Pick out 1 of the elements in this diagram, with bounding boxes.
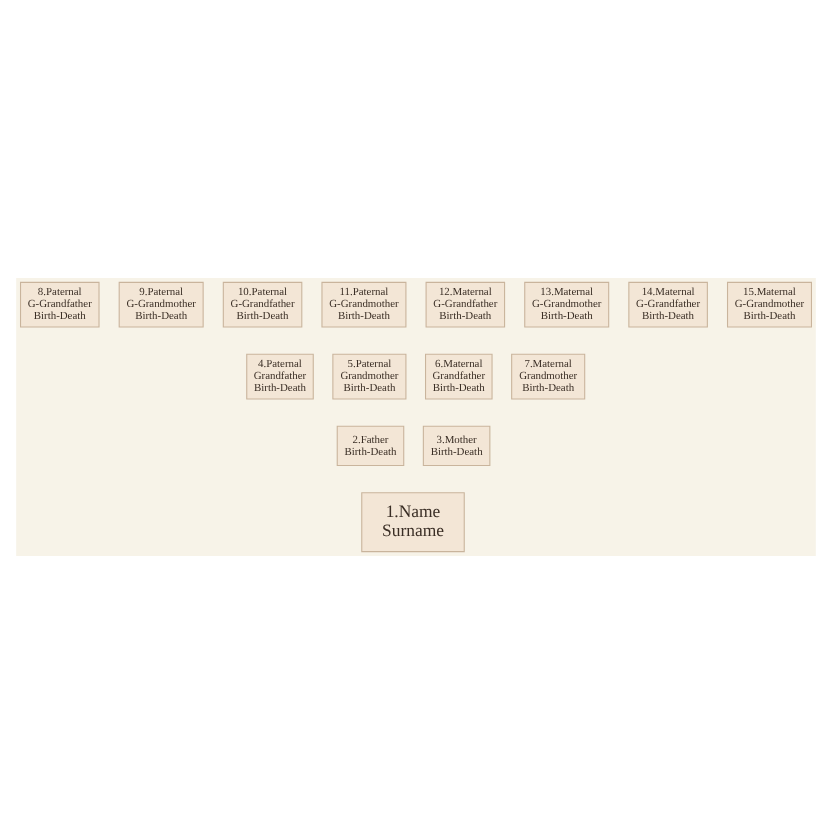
node-box: 1.Name Surname [361, 491, 465, 552]
